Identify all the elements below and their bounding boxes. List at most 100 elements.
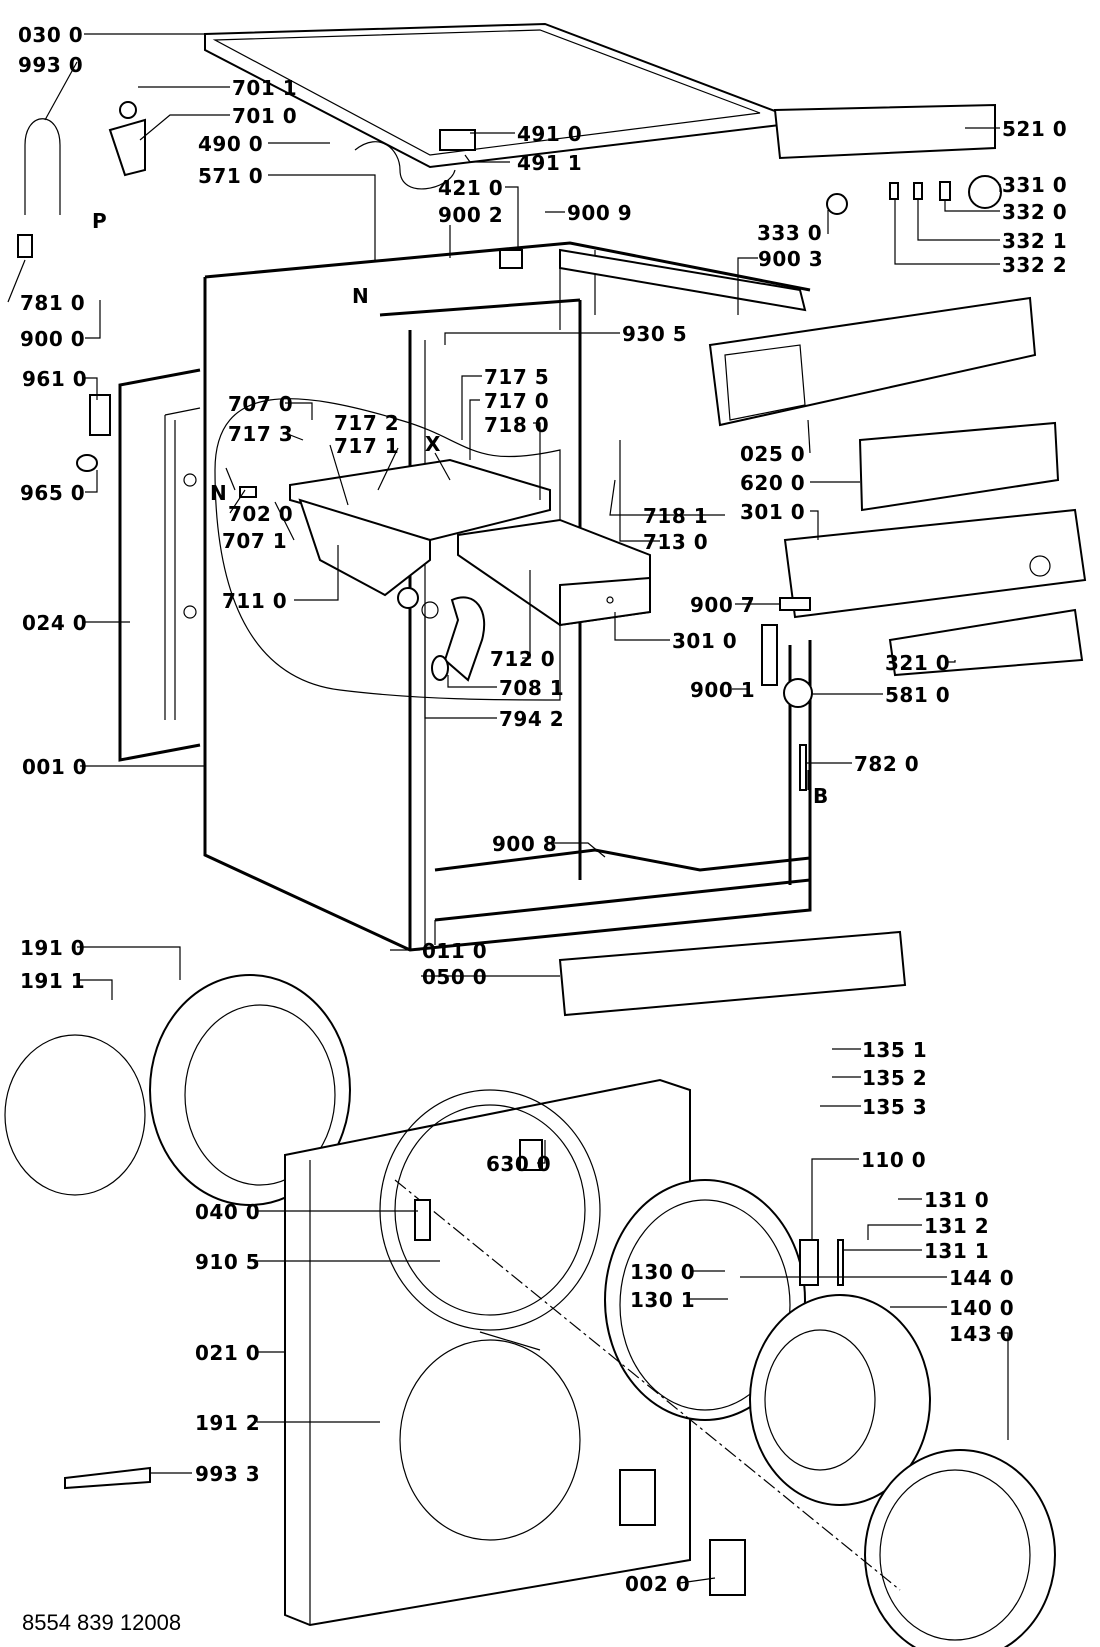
- nozzle: [239, 486, 257, 498]
- callout: 900 1: [690, 678, 755, 702]
- service-cover: [709, 1539, 746, 1596]
- hose: [421, 596, 486, 682]
- callout: X: [425, 432, 441, 456]
- callout: 717 3: [228, 422, 293, 446]
- callout: 702 0: [228, 502, 293, 526]
- drawing-reference-number: 8554 839 12008: [22, 1610, 181, 1635]
- callout: 332 1: [1002, 229, 1067, 253]
- callout: 965 0: [20, 481, 85, 505]
- callout: 708 1: [499, 676, 564, 700]
- inlet-valve-elbow: [108, 118, 146, 177]
- callout: 701 0: [232, 104, 297, 128]
- callout: 040 0: [195, 1200, 260, 1224]
- knob-331: [968, 175, 1002, 209]
- callout: 191 1: [20, 969, 85, 993]
- callout: 717 0: [484, 389, 549, 413]
- callout: 191 0: [20, 936, 85, 960]
- knob-333: [826, 193, 848, 215]
- callout: 718 0: [484, 413, 549, 437]
- assembly-axis: [394, 1179, 901, 1591]
- callout: 301 0: [672, 629, 737, 653]
- programmer: [773, 103, 996, 160]
- callout: 002 0: [625, 1572, 690, 1596]
- callout: N: [352, 284, 369, 308]
- callout: 707 0: [228, 392, 293, 416]
- callout: 717 5: [484, 365, 549, 389]
- callout: 140 0: [949, 1296, 1014, 1320]
- callout: 050 0: [422, 965, 487, 989]
- callout: 001 0: [22, 755, 87, 779]
- callout: 581 0: [885, 683, 950, 707]
- dispenser-detail-outline: [214, 398, 561, 701]
- power-cord: [354, 141, 456, 190]
- callout: 521 0: [1002, 117, 1067, 141]
- callout: 130 1: [630, 1288, 695, 1312]
- door-switch: [761, 624, 778, 686]
- callout: 900 8: [492, 832, 557, 856]
- door-lock: [519, 1139, 543, 1171]
- pcb: [858, 421, 1060, 512]
- callout: 143 0: [949, 1322, 1014, 1346]
- callout: 620 0: [740, 471, 805, 495]
- callout: 011 0: [422, 939, 487, 963]
- callout: 030 0: [18, 23, 83, 47]
- callout: 333 0: [757, 221, 822, 245]
- suppressor: [439, 129, 476, 151]
- callout: 993 0: [18, 53, 83, 77]
- dispenser-body: [289, 458, 551, 609]
- button-3322: [889, 182, 899, 200]
- callout: 718 1: [643, 504, 708, 528]
- callout: 131 2: [924, 1214, 989, 1238]
- front-panel: [284, 1078, 691, 1627]
- callout: 900 2: [438, 203, 503, 227]
- callout: 332 2: [1002, 253, 1067, 277]
- callout: 135 2: [862, 1066, 927, 1090]
- callout: 910 5: [195, 1250, 260, 1274]
- callout: 900 0: [20, 327, 85, 351]
- callout: 331 0: [1002, 173, 1067, 197]
- callout: 131 0: [924, 1188, 989, 1212]
- callout: 332 0: [1002, 200, 1067, 224]
- callout: 491 0: [517, 122, 582, 146]
- door-seal: [4, 974, 351, 1206]
- panel-label: [888, 608, 1084, 677]
- door-inner-frame: [604, 1179, 806, 1421]
- callout: 130 0: [630, 1260, 695, 1284]
- fascia-panel: [783, 508, 1087, 619]
- door-handle: [799, 1239, 819, 1286]
- screwdriver-tool: [64, 1466, 151, 1490]
- hinge-pin: [837, 1239, 844, 1286]
- callout: 717 2: [334, 411, 399, 435]
- water-hose: [24, 118, 61, 215]
- callout: 900 9: [567, 201, 632, 225]
- callout: 191 2: [195, 1411, 260, 1435]
- callout: 713 0: [643, 530, 708, 554]
- callout: 135 1: [862, 1038, 927, 1062]
- callout: 930 5: [622, 322, 687, 346]
- grommet: [76, 454, 98, 472]
- callout: 717 1: [334, 434, 399, 458]
- callout: 712 0: [490, 647, 555, 671]
- spring-wire: [479, 1331, 541, 1351]
- hinge: [414, 1199, 431, 1241]
- callout: 794 2: [499, 707, 564, 731]
- callout-labels: 030 0 993 0 701 1 701 0 490 0 571 0 491 …: [18, 23, 1067, 1596]
- callout: 110 0: [861, 1148, 926, 1172]
- callout: P: [92, 209, 107, 233]
- callout: 024 0: [22, 611, 87, 635]
- callout: 491 1: [517, 151, 582, 175]
- callout: N: [210, 481, 227, 505]
- side-panel: [118, 368, 201, 762]
- detergent-drawer: [457, 518, 651, 627]
- callout: 021 0: [195, 1341, 260, 1365]
- callout: 144 0: [949, 1266, 1014, 1290]
- callout: 961 0: [22, 367, 87, 391]
- door-glass: [749, 1294, 931, 1506]
- callout: 131 1: [924, 1239, 989, 1263]
- interlock: [499, 249, 523, 269]
- callout: 993 3: [195, 1462, 260, 1486]
- door-outer-frame: [864, 1449, 1056, 1647]
- callout: 025 0: [740, 442, 805, 466]
- damper: [89, 394, 111, 436]
- control-panel-frame: [708, 296, 1037, 427]
